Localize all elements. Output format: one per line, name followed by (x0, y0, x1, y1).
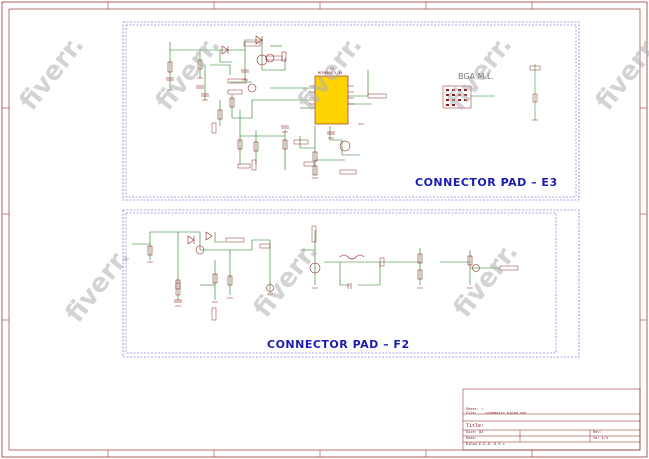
ic-main-ref: U2 (330, 68, 335, 72)
title-block-sheet: Sheet: / (466, 408, 484, 412)
title-block-rev: Rev: (593, 431, 602, 435)
ic-main-body (314, 75, 349, 125)
title-block-date: Date: (466, 437, 477, 441)
title-block-id: Id: 1/1 (593, 437, 609, 441)
title-block (462, 388, 641, 451)
top-ground-symbols (167, 77, 364, 179)
top-net-label-boxes (211, 41, 387, 175)
title-block-file: File: ...schematic.kicad_sch (466, 412, 527, 416)
panel-bottom-outer (122, 209, 580, 358)
title-block-kicad: KiCad E.D.A. 8.0.x (466, 443, 505, 447)
sheet-inner-border (8, 8, 641, 451)
panel-bottom-inner (125, 212, 557, 354)
top-circuit-wires (169, 39, 372, 175)
panel-top-inner (125, 24, 577, 198)
panel-bottom-title: CONNECTOR PAD – F2 (267, 338, 410, 351)
bga-block (442, 64, 541, 121)
ic-main-part: MCP6002_X_XX (318, 72, 343, 76)
bottom-components (147, 231, 480, 303)
ic-main-pins (309, 85, 354, 105)
title-block-size: Size: A4 (466, 431, 484, 435)
panel-top-outer (122, 21, 580, 201)
title-block-title: Title: (466, 423, 485, 429)
top-components (166, 35, 351, 176)
panel-top-title: CONNECTOR PAD – E3 (415, 176, 558, 189)
bottom-ground-symbols (147, 261, 473, 307)
bga-title: BGA M.L. (458, 72, 495, 81)
bottom-net-label-boxes (175, 225, 519, 321)
